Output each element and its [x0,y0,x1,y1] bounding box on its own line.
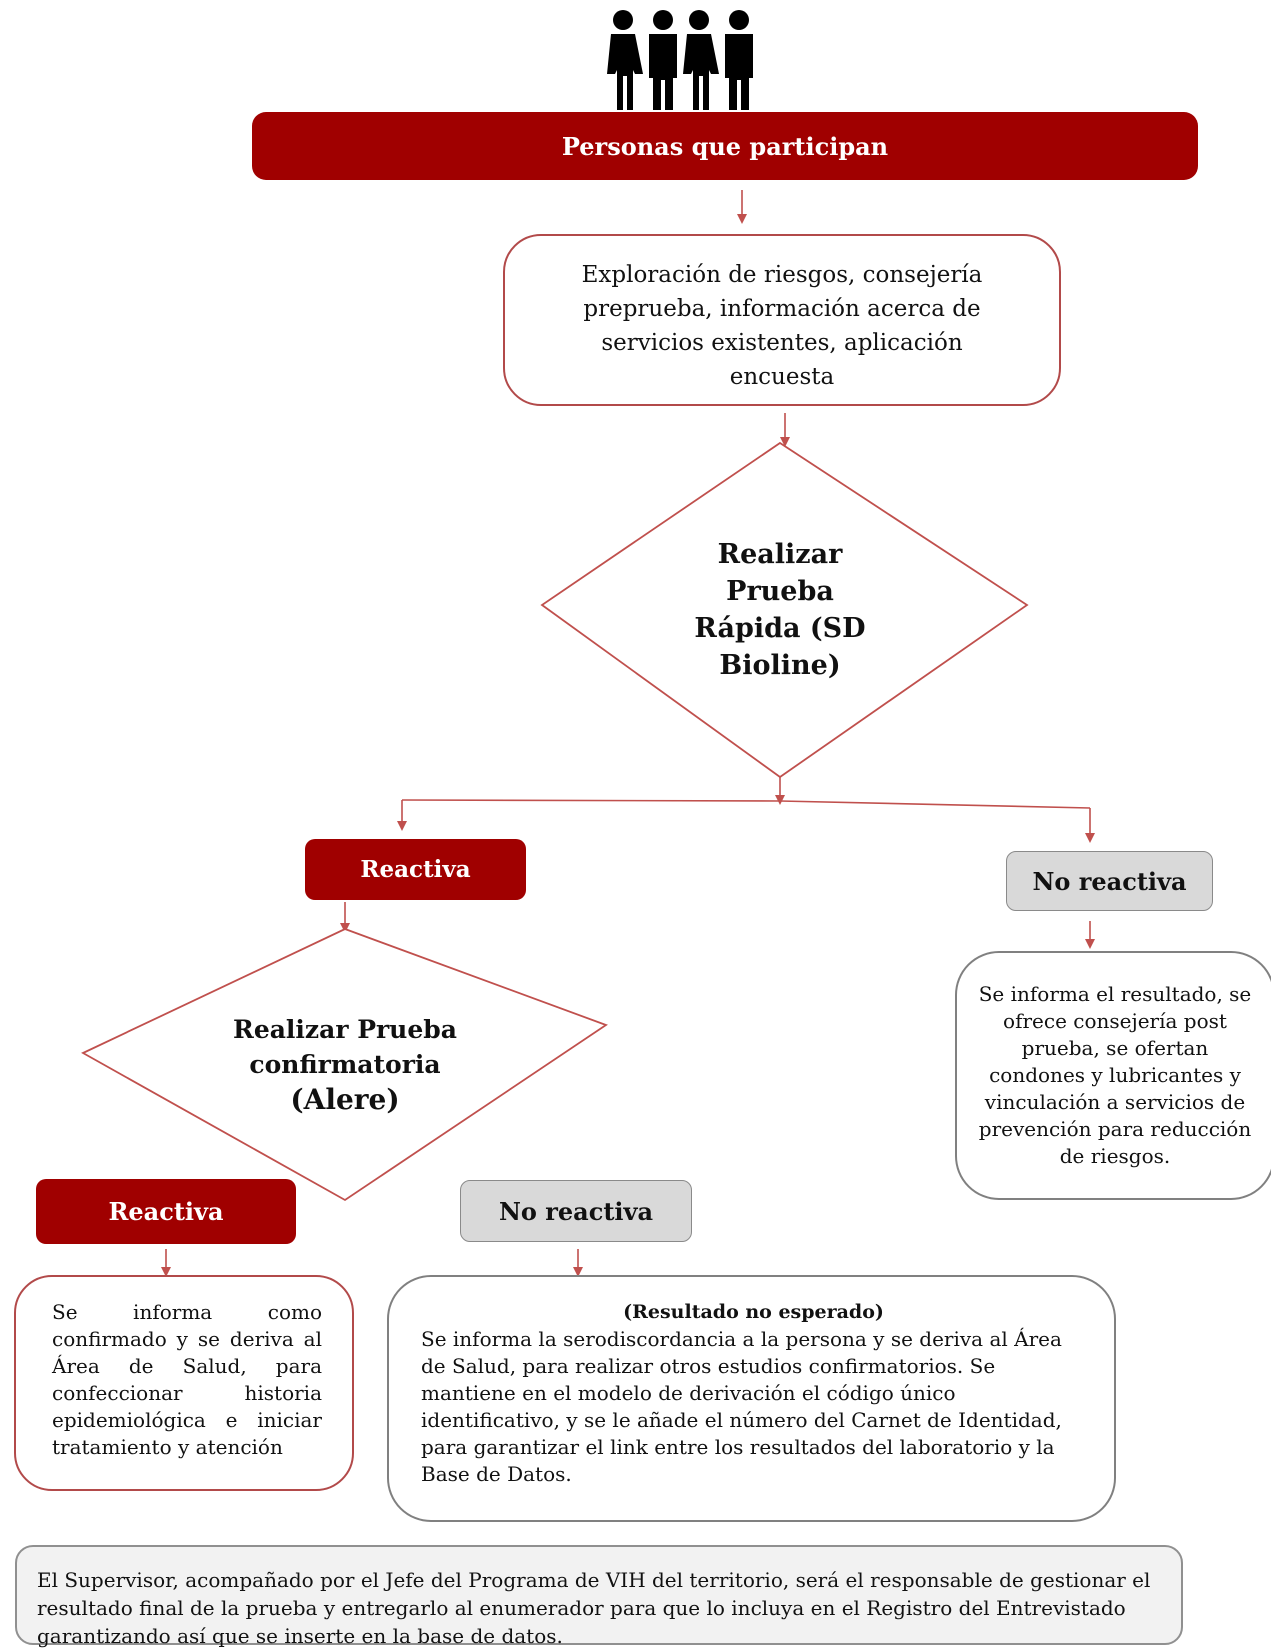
reactiva-banner: Reactiva [305,839,526,900]
decision1-line-2: Prueba [726,576,834,607]
decision1-line-3: Rápida (SD [694,613,866,644]
step1-text: Exploración de riesgos, consejería prepr… [581,262,983,390]
decision1-line-4: Bioline) [719,650,841,681]
no-reactiva2-label: No reactiva [498,1196,654,1226]
no-reactiva2-box: No reactiva [460,1180,692,1242]
decision1-label: Realizar Prueba Rápida (SD Bioline) [650,530,910,690]
decision2-line-3: (Alere) [290,1082,400,1116]
banner-title: Personas que participan [561,131,889,161]
footer-text: El Supervisor, acompañado por el Jefe de… [37,1568,1151,1648]
no-reactiva-box: No reactiva [1006,851,1213,911]
reactiva2-label: Reactiva [108,1197,224,1226]
people-group-icon [607,10,753,110]
decision2-line-1: Realizar Prueba [233,1014,457,1044]
decision2-line-2: confirmatoria [249,1049,441,1079]
decision1-diamond [540,441,1029,779]
reactiva-label: Reactiva [360,856,471,883]
middle-result-title: (Resultado no esperado) [623,1301,884,1323]
no-reactiva-label: No reactiva [1032,866,1187,896]
participants-banner: Personas que participan [252,112,1198,180]
right-result-box: Se informa el resultado, se ofrece conse… [955,951,1271,1200]
middle-result-box: (Resultado no esperado) Se informa la se… [387,1275,1116,1522]
middle-result-text: Se informa la serodiscordancia a la pers… [421,1327,1062,1486]
reactiva2-banner: Reactiva [36,1179,296,1244]
decision2-label: Realizar Prueba confirmatoria (Alere) [215,1005,475,1123]
footer-note: El Supervisor, acompañado por el Jefe de… [15,1545,1183,1648]
left-result-text: Se informa como confirmado y se deriva a… [52,1300,322,1459]
right-result-text: Se informa el resultado, se ofrece conse… [978,982,1252,1168]
step1-box: Exploración de riesgos, consejería prepr… [503,234,1061,406]
branch-line [401,799,1091,809]
left-result-box: Se informa como confirmado y se deriva a… [14,1275,354,1491]
decision1-line-1: Realizar [717,539,843,570]
decision2-diamond [81,928,608,1202]
